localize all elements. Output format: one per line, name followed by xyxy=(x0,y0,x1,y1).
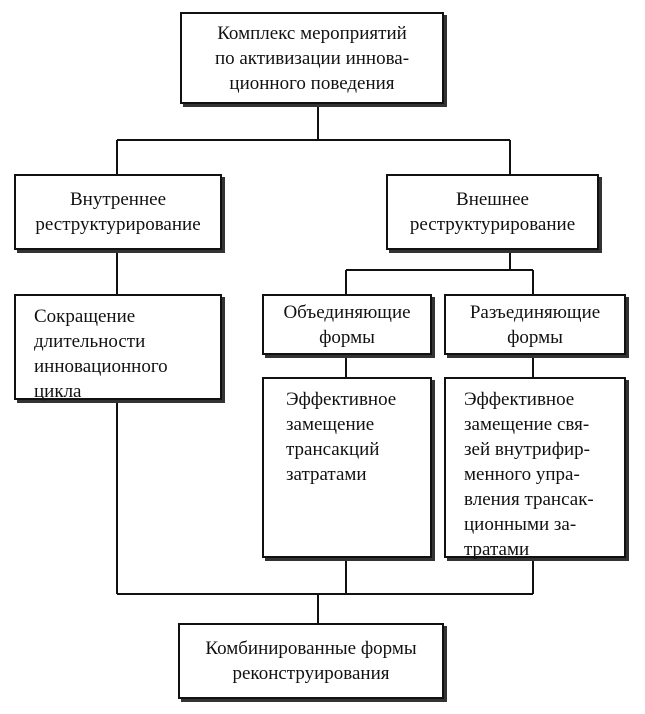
node-text-line: Комбинированные формы xyxy=(205,638,417,659)
node-external-restructuring: Внешнее реструктурирование xyxy=(386,174,599,250)
node-text-line: ционного поведения xyxy=(229,72,395,94)
node-text-line: замещение xyxy=(286,414,375,435)
node-text-line: по активизации иннова- xyxy=(214,47,410,69)
node-text-line: Сокращение xyxy=(34,306,136,327)
node-unifying-forms: Объединяющие формы xyxy=(262,294,432,355)
node-text-line: длительности xyxy=(34,331,146,352)
node-combined-forms: Комбинированные формы реконструирования xyxy=(178,623,444,699)
node-reduction-cycle: Сокращение длительности инновационного цикл… xyxy=(14,294,222,402)
node-internal-restructuring: Внутреннее реструктурирование xyxy=(14,174,222,250)
node-text-line: Эффективное xyxy=(464,389,575,410)
node-text-line: реструктурирование xyxy=(409,214,576,235)
node-text-line: формы xyxy=(507,326,563,348)
node-text-line: трансакций xyxy=(286,439,380,460)
node-text-line: цикла xyxy=(34,381,82,402)
node-text-line: зей внутрифир- xyxy=(464,439,591,460)
node-text-line: тратами xyxy=(464,539,530,560)
node-text-line: менного упра- xyxy=(464,464,580,485)
node-text-line: вления трансак- xyxy=(464,489,594,510)
node-text-line: ционными за- xyxy=(464,514,577,535)
node-text-line: инновационного xyxy=(34,356,168,377)
node-text-line: Внешнее xyxy=(456,189,529,210)
node-separating-forms: Разъединяющие формы xyxy=(444,294,626,355)
node-text-line: Эффективное xyxy=(286,389,397,410)
node-unifying-effect: Эффективное замещение трансакций затратами xyxy=(262,377,432,558)
node-text-line: реструктурирование xyxy=(35,214,201,235)
node-text-line: Внутреннее xyxy=(69,189,166,210)
node-text-line: затратами xyxy=(286,464,367,485)
node-text-line: формы xyxy=(319,326,375,348)
node-text-line: Комплекс мероприятий xyxy=(217,22,407,44)
node-text-line: замещение свя- xyxy=(464,414,590,435)
node-text-line: реконструирования xyxy=(232,663,390,684)
node-text-line: Разъединяющие xyxy=(469,301,601,323)
node-root: Комплекс мероприятий по активизации иннов… xyxy=(180,12,444,104)
node-separating-effect: Эффективное замещение свя-зей внутрифир-м… xyxy=(444,377,626,560)
node-text-line: Объединяющие xyxy=(283,301,411,323)
